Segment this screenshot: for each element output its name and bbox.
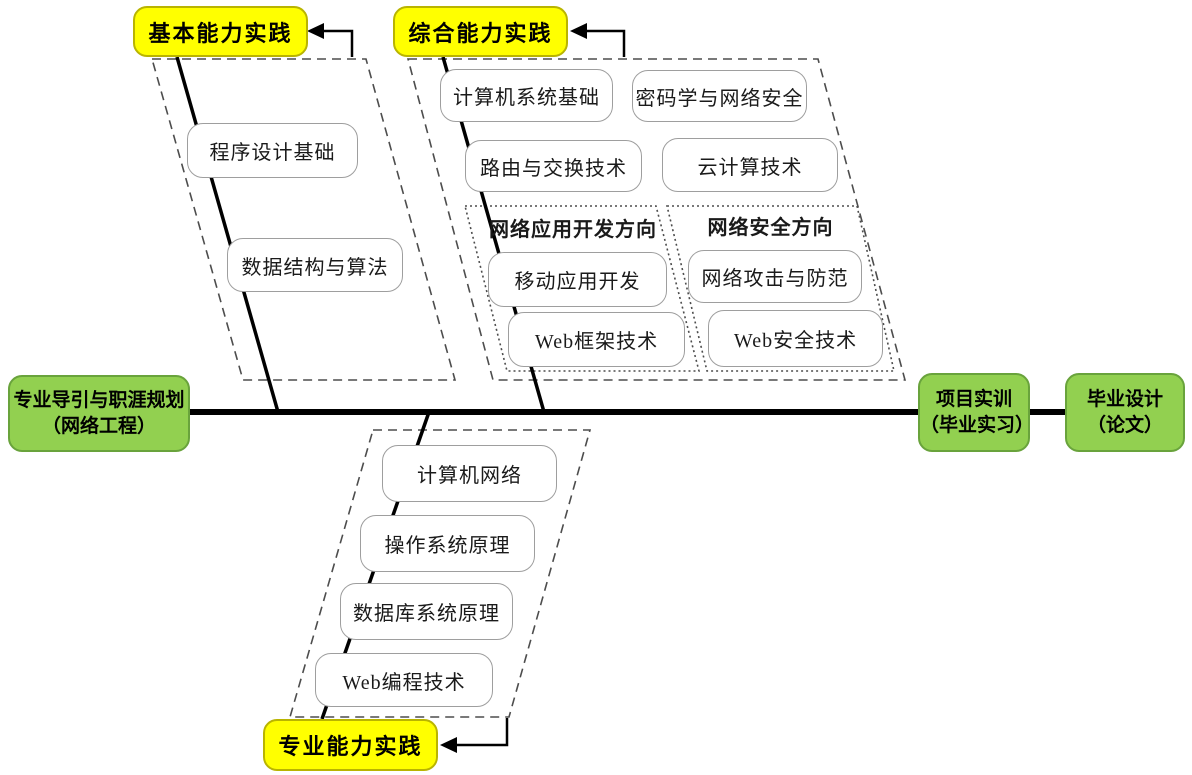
course-mobile-app-development: 移动应用开发 bbox=[488, 252, 667, 307]
arrowhead-professional bbox=[440, 737, 457, 753]
course-operating-systems: 操作系统原理 bbox=[360, 515, 535, 572]
course-computer-networks: 计算机网络 bbox=[382, 445, 557, 502]
arrow-comprehensive bbox=[583, 29, 626, 57]
milestone-basic-skills: 基本能力实践 bbox=[133, 6, 308, 57]
course-web-programming: Web编程技术 bbox=[315, 653, 493, 707]
basic-group-outline bbox=[150, 58, 457, 381]
course-web-framework: Web框架技术 bbox=[508, 312, 685, 367]
course-database-systems: 数据库系统原理 bbox=[340, 583, 513, 640]
milestone-comprehensive-skills: 综合能力实践 bbox=[393, 6, 568, 57]
security-track-outline bbox=[665, 205, 895, 372]
node-project-training: 项目实训 （毕业实习） bbox=[918, 373, 1035, 452]
arrowhead-basic bbox=[307, 23, 324, 39]
milestone-professional-skills: 专业能力实践 bbox=[263, 719, 438, 771]
branch-line-basic bbox=[175, 56, 280, 413]
course-programming-foundations: 程序设计基础 bbox=[187, 123, 358, 178]
arrow-basic bbox=[320, 29, 354, 57]
start-node-line1: 专业导引与职涯规划 bbox=[13, 389, 185, 411]
course-cloud-computing: 云计算技术 bbox=[662, 138, 838, 192]
track-label-app-dev: 网络应用开发方向 bbox=[489, 218, 657, 241]
professional-group-outline bbox=[288, 429, 592, 718]
project-training-line2: （毕业实习） bbox=[920, 414, 1035, 436]
course-cryptography-network-security: 密码学与网络安全 bbox=[632, 70, 807, 122]
node-graduation-design: 毕业设计 （论文） bbox=[1065, 373, 1185, 452]
course-data-structures-algorithms: 数据结构与算法 bbox=[227, 238, 403, 292]
arrow-professional bbox=[453, 718, 509, 747]
graduation-design-line1: 毕业设计 bbox=[1086, 388, 1163, 410]
graduation-design-line2: （论文） bbox=[1086, 414, 1163, 436]
project-training-line1: 项目实训 bbox=[935, 388, 1012, 410]
course-routing-switching: 路由与交换技术 bbox=[465, 140, 642, 192]
course-network-attack-defense: 网络攻击与防范 bbox=[688, 250, 862, 303]
start-node-career-planning: 专业导引与职涯规划 （网络工程） bbox=[8, 375, 190, 452]
arrowhead-comprehensive bbox=[570, 23, 587, 39]
app-dev-track-outline bbox=[463, 205, 701, 372]
track-label-network-security: 网络安全方向 bbox=[707, 216, 834, 239]
comprehensive-group-outline bbox=[406, 58, 907, 381]
course-web-security: Web安全技术 bbox=[708, 310, 883, 367]
course-computer-systems-foundations: 计算机系统基础 bbox=[440, 69, 613, 122]
start-node-line2: （网络工程） bbox=[41, 415, 156, 437]
